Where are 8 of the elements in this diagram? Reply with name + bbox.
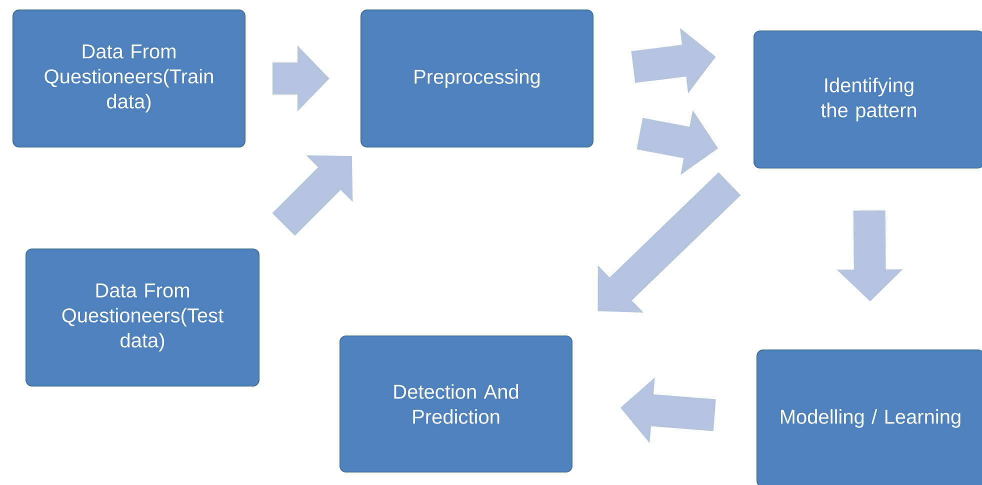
process-box: Detection And Prediction [340, 336, 572, 472]
process-box: Modelling / Learning [756, 350, 982, 485]
process-box: Data From Questioneers(Train data) [12, 10, 246, 148]
process-box: Data From Questioneers(Test data) [26, 248, 260, 386]
block-arrow [272, 155, 353, 236]
process-box: Identifying the pattern [754, 30, 982, 168]
block-arrow [598, 172, 741, 313]
process-box: Preprocessing [360, 10, 594, 148]
